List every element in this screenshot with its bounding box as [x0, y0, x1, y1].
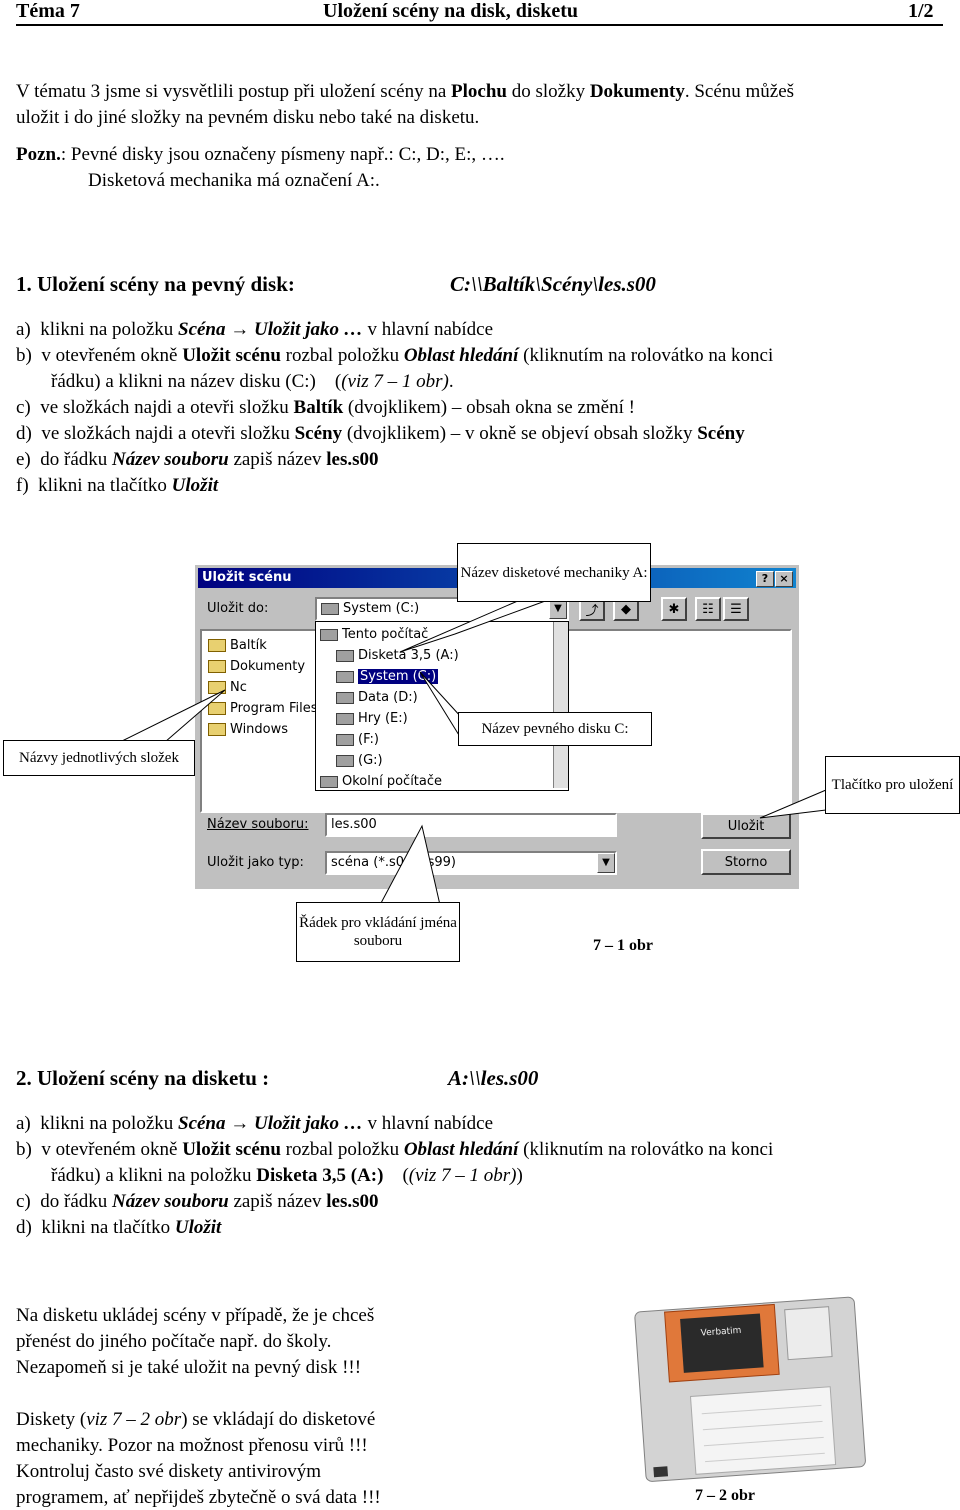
figure-caption-1: 7 – 1 obr — [593, 937, 653, 954]
new-folder-icon[interactable]: ✱ — [661, 597, 687, 621]
pointer-filename — [379, 824, 441, 906]
drive-item[interactable]: Disketa 3,5 (A:) — [320, 645, 459, 666]
step-2b: b) v otevřeném okně Uložit scénu rozbal … — [16, 1139, 774, 1160]
dropdown-scrollbar[interactable] — [553, 622, 568, 788]
intro-line-1: V tématu 3 jsme si vysvětlili postup při… — [16, 81, 795, 102]
drive-icon — [336, 670, 354, 683]
folder-item[interactable]: Baltík — [208, 635, 318, 656]
folder-icon — [208, 660, 226, 673]
pointer-save — [759, 789, 827, 819]
drive-icon — [336, 691, 354, 704]
drive-item-selected[interactable]: System (C:) — [320, 666, 459, 687]
note-p1-line-3: Nezapomeň si je také uložit na pevný dis… — [16, 1357, 362, 1378]
drive-item[interactable]: Okolní počítače — [320, 771, 459, 792]
step-2d: d) klikni na tlačítko Uložit — [16, 1217, 222, 1238]
callout-filename: Řádek pro vkládání jména souboru — [296, 902, 460, 962]
drive-item[interactable]: (F:) — [320, 729, 459, 750]
drive-icon — [336, 712, 354, 725]
callout-floppy: Název disketové mechaniky A: — [457, 543, 651, 602]
note-p2-line-3: Kontroluj často své diskety antivirovým — [16, 1461, 322, 1482]
note-line-2: Disketová mechanika má označení A:. — [88, 170, 380, 191]
list-view-icon[interactable]: ☷ — [695, 597, 721, 621]
cd-icon — [336, 733, 354, 746]
folder-item[interactable]: Dokumenty — [208, 656, 318, 677]
folder-icon — [208, 639, 226, 652]
step-2b-cont: řádku) a klikni na položku Disketa 3,5 (… — [51, 1165, 523, 1186]
topic-number: Téma 7 — [16, 0, 80, 22]
page-title: Uložení scény na disk, disketu — [323, 0, 579, 22]
drive-item[interactable]: Tento počítač — [320, 624, 459, 645]
note-p1-line-1: Na disketu ukládej scény v případě, že j… — [16, 1305, 375, 1326]
note-line-1: Pozn.: Pevné disky jsou označeny písmeny… — [16, 144, 505, 165]
step-1a: a) klikni na položku Scéna → Uložit jako… — [16, 319, 494, 340]
drive-item[interactable]: Hry (E:) — [320, 708, 459, 729]
save-button[interactable]: Uložit — [701, 813, 791, 839]
details-view-icon[interactable]: ☰ — [723, 597, 749, 621]
step-1f: f) klikni na tlačítko Uložit — [16, 475, 219, 496]
drive-item[interactable]: (G:) — [320, 750, 459, 771]
disk-brand-label: Verbatim — [700, 1326, 741, 1339]
note-p2-line-2: mechaniky. Pozor na možnost přenosu virů… — [16, 1435, 368, 1456]
filename-input[interactable]: les.s00 — [325, 813, 617, 837]
dialog-title: Uložit scénu — [202, 570, 292, 585]
folder-icon — [208, 723, 226, 736]
drive-item[interactable]: Data (D:) — [320, 687, 459, 708]
note-p2-line-1: Diskety (viz 7 – 2 obr) se vkládají do d… — [16, 1409, 376, 1430]
drive-icon — [321, 602, 339, 615]
help-button[interactable]: ? — [756, 571, 774, 587]
section-2-title: 2. Uložení scény na disketu : — [16, 1066, 270, 1090]
figure-caption-2: 7 – 2 obr — [695, 1487, 755, 1504]
section-2-path: A:\\les.s00 — [448, 1066, 539, 1090]
callout-save: Tlačítko pro uložení — [825, 756, 960, 814]
step-1e: e) do řádku Název souboru zapiš název le… — [16, 449, 379, 470]
floppy-disk-image: Verbatim — [634, 1296, 866, 1482]
filetype-label: Uložit jako typ: — [207, 855, 304, 870]
floppy-icon — [336, 649, 354, 662]
page-number: 1/2 — [908, 0, 934, 22]
computer-icon — [320, 628, 338, 641]
note-p1-line-2: přenést do jiného počítače např. do škol… — [16, 1331, 332, 1352]
callout-hdd: Název pevného disku C: — [458, 712, 652, 746]
header-rule — [16, 24, 943, 26]
note-p2-line-4: programem, ať nepřijdeš zbytečně o svá d… — [16, 1487, 381, 1508]
step-1c: c) ve složkách najdi a otevři složku Bal… — [16, 397, 635, 418]
step-2a: a) klikni na položku Scéna → Uložit jako… — [16, 1113, 494, 1134]
step-1b: b) v otevřeném okně Uložit scénu rozbal … — [16, 345, 774, 366]
lookin-label: Uložit do: — [207, 601, 269, 616]
lookin-value: System (C:) — [343, 601, 420, 616]
filename-label: Název souboru: — [207, 817, 309, 832]
network-icon — [320, 775, 338, 788]
cd-icon — [336, 754, 354, 767]
folder-list: Baltík Dokumenty Nc Program Files Window… — [208, 635, 318, 740]
chevron-down-icon[interactable]: ▼ — [597, 853, 615, 873]
cancel-button[interactable]: Storno — [701, 849, 791, 875]
step-1d: d) ve složkách najdi a otevři složku Scé… — [16, 423, 745, 444]
pointer-floppy — [399, 599, 549, 653]
step-2c: c) do řádku Název souboru zapiš název le… — [16, 1191, 379, 1212]
pointer-hdd — [419, 671, 463, 741]
section-1-title: 1. Uložení scény na pevný disk: — [16, 272, 295, 296]
folder-item[interactable]: Windows — [208, 719, 318, 740]
intro-line-2: uložit i do jiné složky na pevném disku … — [16, 107, 480, 128]
section-1-path: C:\\Baltík\Scény\les.s00 — [450, 272, 656, 296]
callout-folders: Názvy jednotlivých složek — [3, 740, 195, 776]
folder-item[interactable]: Program Files — [208, 698, 318, 719]
step-1b-cont: řádku) a klikni na název disku (C:) ((vi… — [51, 371, 454, 392]
close-button[interactable]: × — [775, 571, 793, 587]
pointer-folders — [119, 689, 226, 743]
folder-icon — [208, 702, 226, 715]
